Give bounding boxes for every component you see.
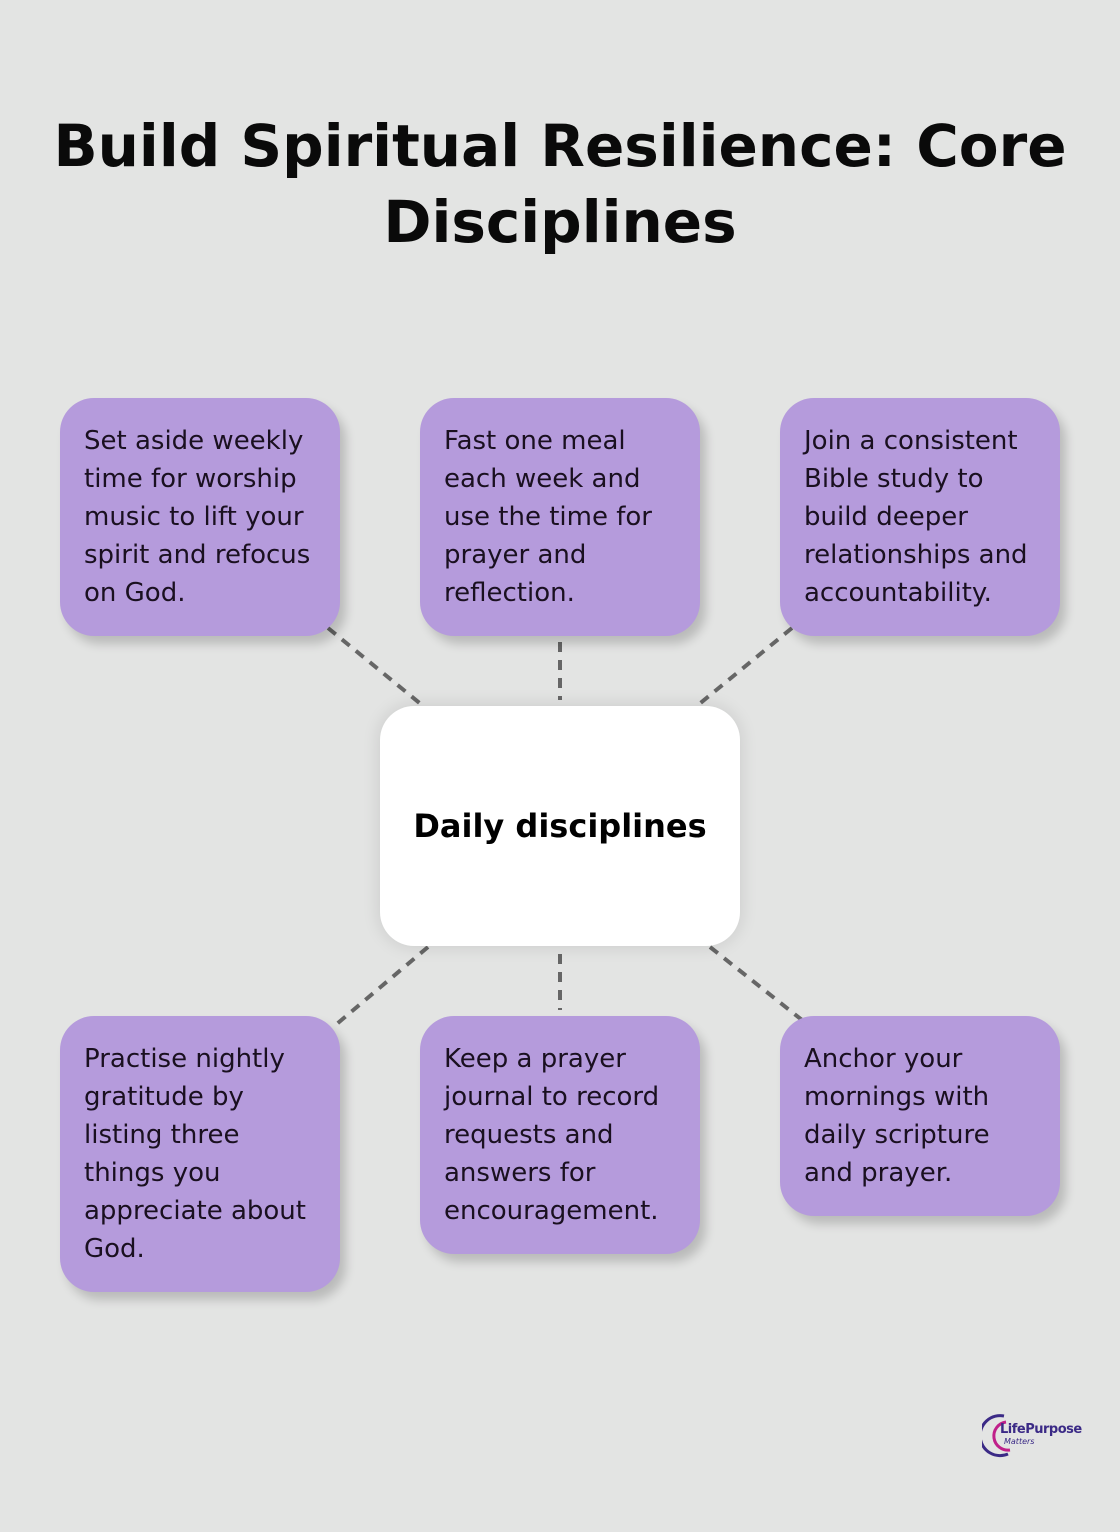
discipline-card-prayer-journal: Keep a prayer journal to record requests…	[420, 1016, 700, 1254]
brand-logo: LifePurpose Matters	[978, 1410, 1082, 1460]
card-text: Practise nightly gratitude by listing th…	[84, 1044, 306, 1264]
card-text: Set aside weekly time for worship music …	[84, 426, 311, 608]
card-text: Fast one meal each week and use the time…	[444, 426, 652, 608]
discipline-card-worship: Set aside weekly time for worship music …	[60, 398, 340, 636]
discipline-card-bible-study: Join a consistent Bible study to build d…	[780, 398, 1060, 636]
center-label: Daily disciplines	[413, 807, 707, 845]
logo-name: LifePurpose	[1000, 1422, 1082, 1437]
card-text: Anchor your mornings with daily scriptur…	[804, 1044, 990, 1188]
center-node: Daily disciplines	[380, 706, 740, 946]
discipline-card-fasting: Fast one meal each week and use the time…	[420, 398, 700, 636]
discipline-card-scripture: Anchor your mornings with daily scriptur…	[780, 1016, 1060, 1216]
page-title: Build Spiritual Resilience: Core Discipl…	[53, 112, 1067, 256]
logo-sub: Matters	[1004, 1437, 1035, 1446]
card-text: Join a consistent Bible study to build d…	[804, 426, 1028, 608]
card-text: Keep a prayer journal to record requests…	[444, 1044, 660, 1226]
discipline-card-gratitude: Practise nightly gratitude by listing th…	[60, 1016, 340, 1292]
